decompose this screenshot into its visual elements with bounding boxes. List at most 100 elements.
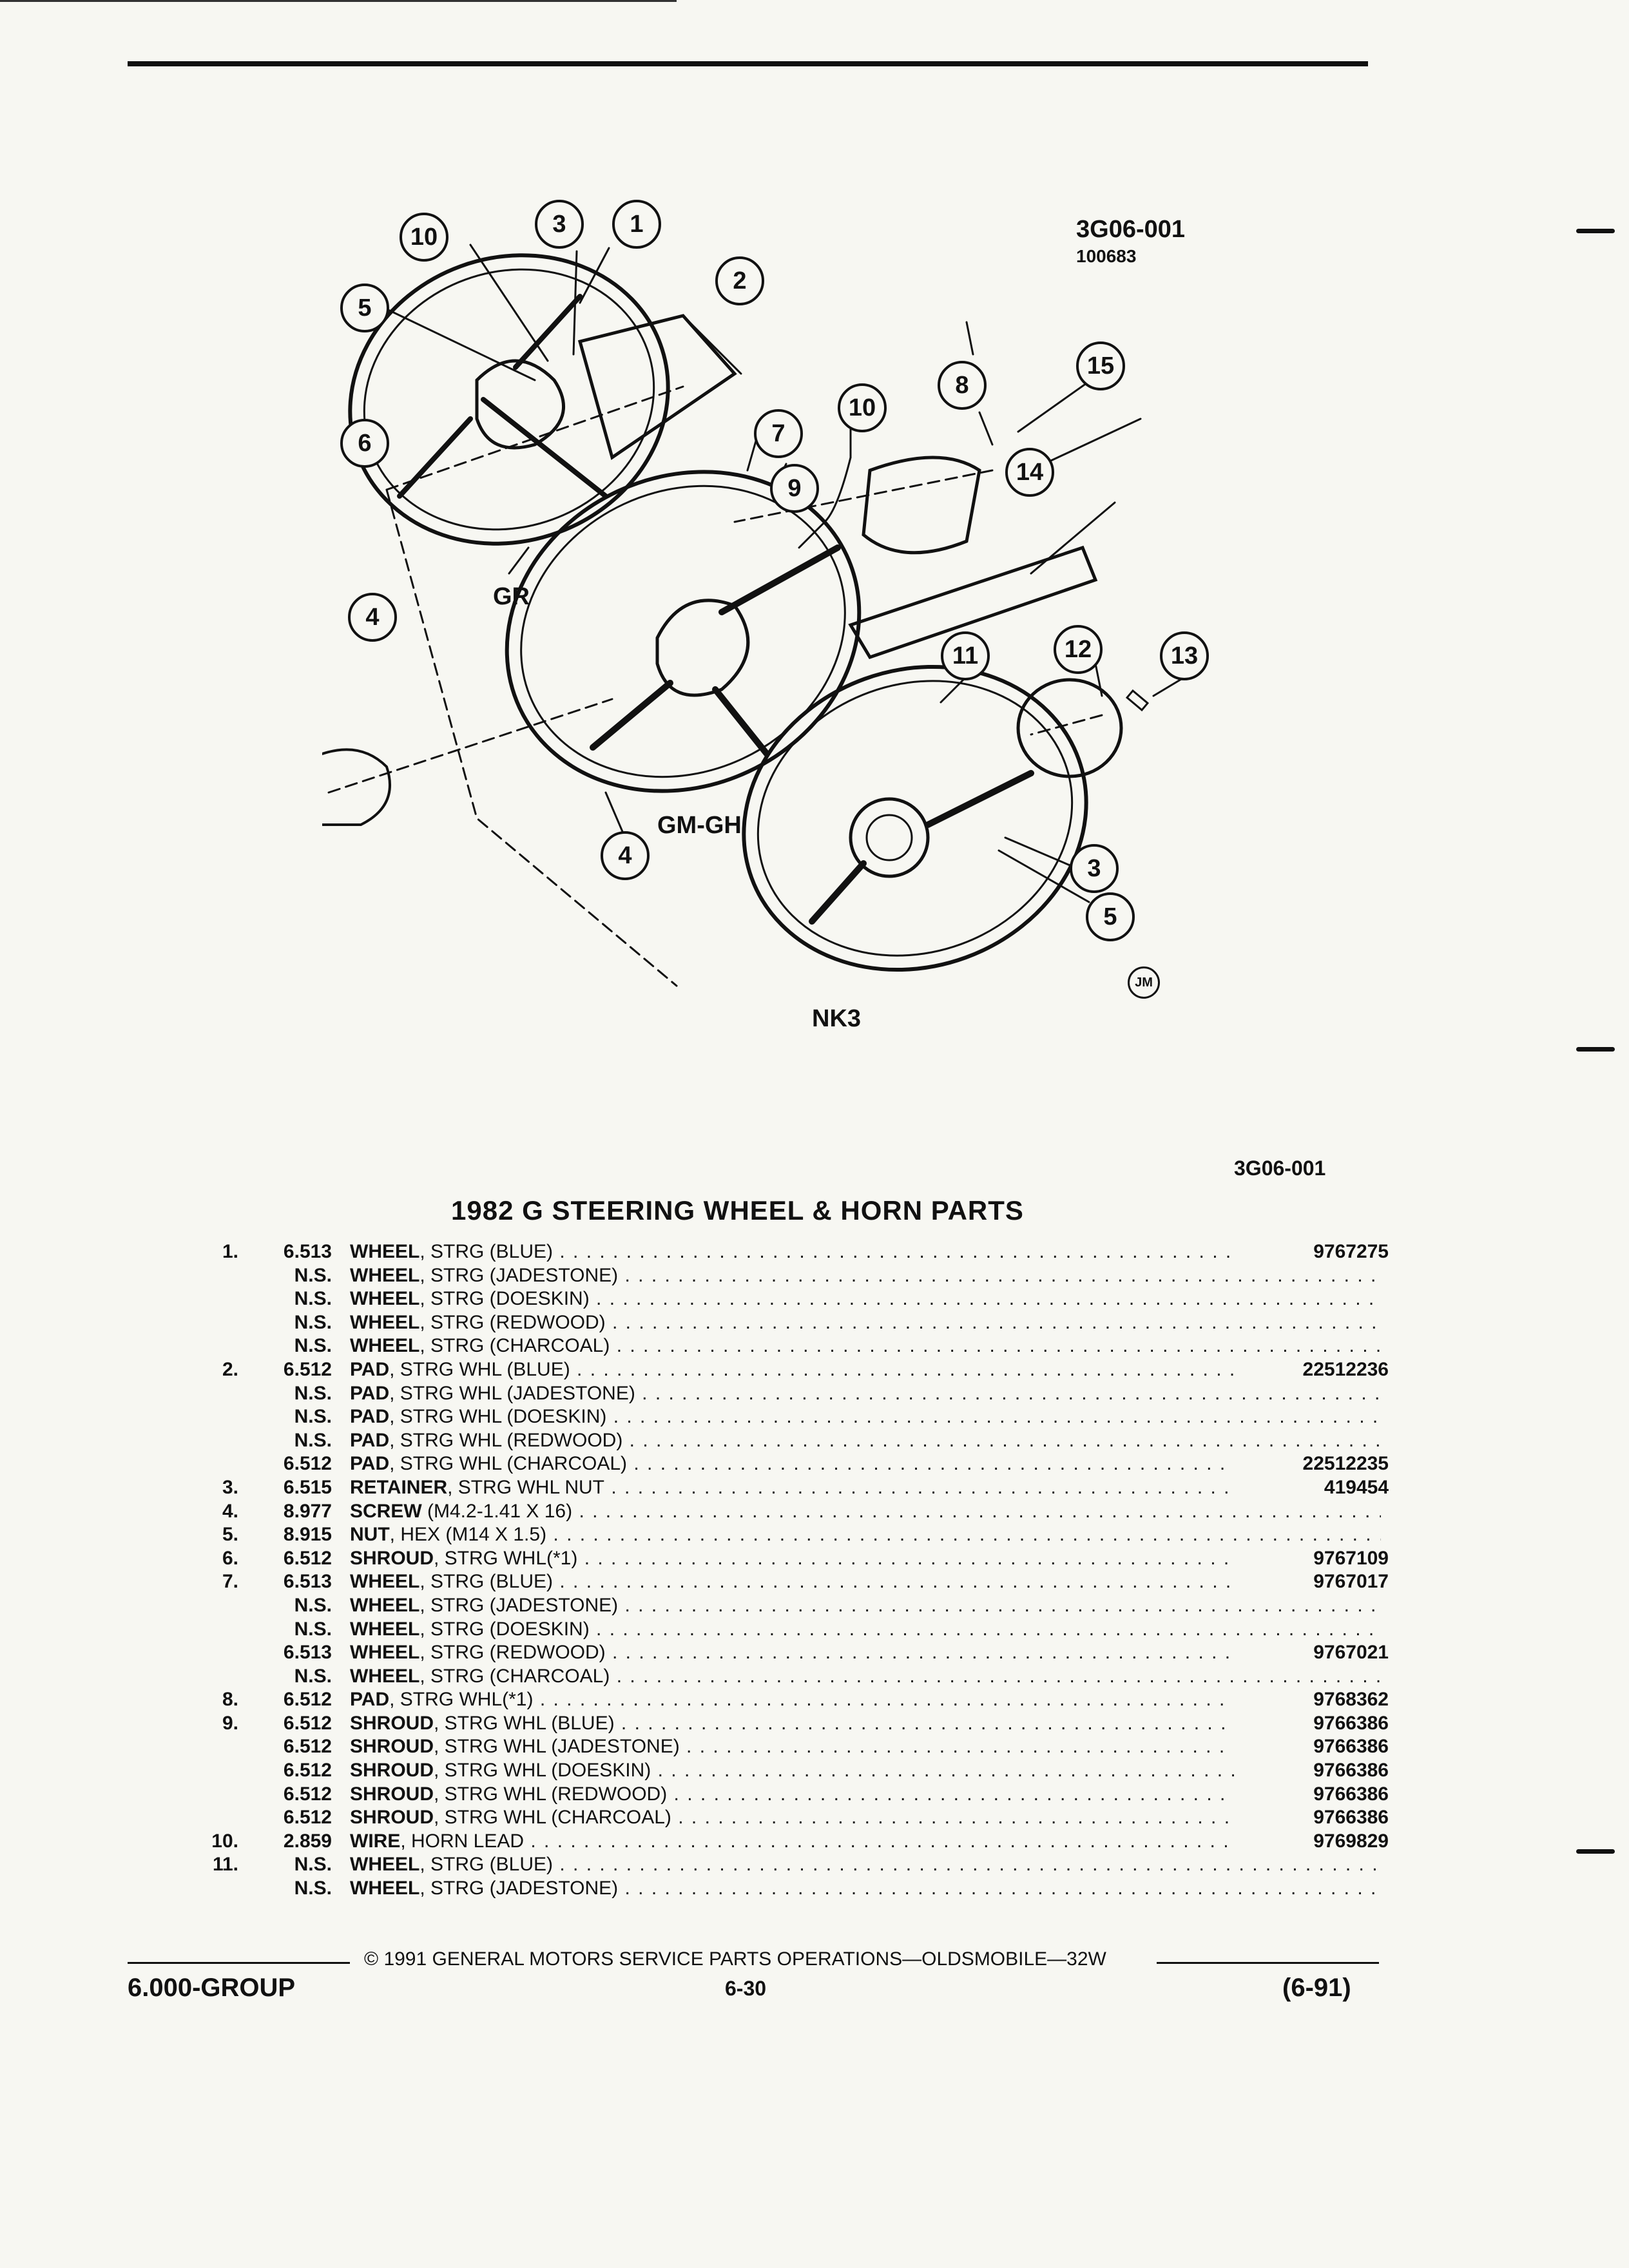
part-name: WHEEL: [350, 1642, 420, 1664]
part-number: 9767109: [1234, 1546, 1389, 1571]
figure-sub-code: 100683: [1076, 246, 1137, 266]
item-number: 6.: [222, 1547, 238, 1569]
part-description: PAD, STRG WHL (CHARCOAL) . . . . . . . .…: [350, 1453, 1381, 1475]
item-number: 11.: [212, 1854, 238, 1876]
group-number: 6.513: [283, 1571, 332, 1593]
steering-column: [322, 748, 391, 826]
part-qualifier: , STRG WHL (CHARCOAL): [434, 1807, 671, 1829]
part-description: WHEEL, STRG (CHARCOAL) . . . . . . . . .…: [350, 1665, 1381, 1687]
footer-group: 6.000-GROUP: [128, 1974, 296, 2002]
leader-lines: [379, 244, 1187, 903]
callout-4: 4: [348, 593, 397, 642]
item-number: 7.: [222, 1571, 238, 1593]
part-description: PAD, STRG WHL (REDWOOD) . . . . . . . . …: [350, 1429, 1381, 1451]
margin-mark: [1576, 1047, 1615, 1052]
part-description: WHEEL, STRG (JADESTONE) . . . . . . . . …: [350, 1264, 1381, 1286]
group-number: N.S.: [294, 1335, 332, 1357]
part-number: 9769829: [1234, 1829, 1389, 1854]
callout-3b: 3: [1070, 844, 1119, 893]
part-number: 9767021: [1234, 1641, 1389, 1665]
header-rule: [128, 61, 1368, 66]
part-description: WHEEL, STRG (JADESTONE) . . . . . . . . …: [350, 1878, 1381, 1899]
gr-steering-wheel: [348, 253, 742, 546]
part-description: WHEEL, STRG (BLUE) . . . . . . . . . . .…: [350, 1854, 1381, 1876]
part-description: WHEEL, STRG (CHARCOAL) . . . . . . . . .…: [350, 1335, 1381, 1357]
part-qualifier: , STRG WHL (DOESKIN): [434, 1760, 651, 1782]
part-qualifier: , STRG WHL NUT: [447, 1476, 605, 1498]
part-number: 9767017: [1234, 1570, 1389, 1594]
part-number: 9766386: [1234, 1782, 1389, 1807]
group-number: 2.859: [283, 1830, 332, 1852]
part-name: PAD: [350, 1429, 390, 1451]
part-name: WHEEL: [350, 1571, 420, 1593]
scan-top-edge: [0, 0, 677, 2]
group-number: N.S.: [294, 1406, 332, 1428]
part-qualifier: , STRG WHL (BLUE): [389, 1358, 570, 1380]
part-qualifier: , STRG (DOESKIN): [419, 1618, 590, 1640]
pad-8: [862, 456, 981, 555]
figure-code: 3G06-001: [1076, 216, 1186, 243]
group-number: N.S.: [294, 1288, 332, 1310]
margin-mark: [1576, 1849, 1615, 1854]
part-number: 419454: [1234, 1475, 1389, 1500]
part-name: SHROUD: [350, 1760, 434, 1782]
footer-page-number: 6-30: [725, 1977, 767, 2000]
callout-8: 8: [938, 361, 987, 410]
part-name: WHEEL: [350, 1335, 420, 1357]
callout-1: 1: [612, 200, 661, 249]
part-qualifier: , STRG (CHARCOAL): [419, 1335, 610, 1357]
group-number: N.S.: [294, 1665, 332, 1687]
part-qualifier: , STRG WHL (REDWOOD): [389, 1429, 623, 1451]
part-description: SHROUD, STRG WHL (BLUE) . . . . . . . . …: [350, 1712, 1381, 1734]
item-number: 9.: [222, 1712, 238, 1734]
nk3-steering-wheel: [742, 664, 1088, 972]
part-name: SCREW: [350, 1500, 422, 1522]
group-number: 8.915: [283, 1524, 332, 1546]
callout-13: 13: [1160, 631, 1209, 680]
group-number: 6.512: [283, 1547, 332, 1569]
part-name: SHROUD: [350, 1807, 434, 1829]
group-number: N.S.: [294, 1311, 332, 1333]
part-qualifier: , STRG (JADESTONE): [419, 1264, 619, 1286]
part-name: WHEEL: [350, 1594, 420, 1616]
part-number: 9766386: [1234, 1806, 1389, 1830]
part-description: WHEEL, STRG (JADESTONE) . . . . . . . . …: [350, 1594, 1381, 1616]
part-name: SHROUD: [350, 1736, 434, 1758]
page-code: 3G06-001: [1234, 1157, 1326, 1180]
callout-3: 3: [535, 200, 584, 249]
table-row: N.S. WHEEL, STRG (CHARCOAL) . . . . . . .…: [184, 1665, 1389, 1689]
part-qualifier: , HEX (M14 X 1.5): [389, 1524, 547, 1546]
footer-rule: [1157, 1962, 1379, 1964]
part-qualifier: , STRG WHL(*1): [434, 1547, 578, 1569]
group-number: N.S.: [294, 1878, 332, 1899]
part-name: PAD: [350, 1382, 390, 1404]
part-name: WHEEL: [350, 1311, 420, 1333]
part-description: SHROUD, STRG WHL (REDWOOD) . . . . . . .…: [350, 1783, 1381, 1805]
part-number: 22512235: [1234, 1452, 1389, 1476]
group-number: N.S.: [294, 1264, 332, 1286]
table-row: N.S.WHEEL, STRG (DOESKIN) . . . . . . . …: [184, 1287, 1389, 1311]
callout-7: 7: [754, 409, 803, 458]
group-number: 6.512: [283, 1807, 332, 1829]
part-qualifier: , STRG (REDWOOD): [419, 1311, 606, 1333]
group-number: N.S.: [294, 1618, 332, 1640]
group-number: N.S.: [294, 1429, 332, 1451]
margin-mark: [1576, 229, 1615, 233]
part-qualifier: , STRG (BLUE): [419, 1854, 554, 1876]
part-description: PAD, STRG WHL (DOESKIN) . . . . . . . . …: [350, 1406, 1381, 1428]
group-number: 6.515: [283, 1476, 332, 1498]
part-description: SHROUD, STRG WHL (DOESKIN) . . . . . . .…: [350, 1760, 1381, 1782]
part-qualifier: , STRG (BLUE): [419, 1571, 554, 1593]
table-row: N.S. WHEEL, STRG (JADESTONE) . . . . . . …: [184, 1877, 1389, 1901]
part-name: WHEEL: [350, 1665, 420, 1687]
group-number: N.S.: [294, 1854, 332, 1876]
group-number: 8.977: [283, 1500, 332, 1522]
